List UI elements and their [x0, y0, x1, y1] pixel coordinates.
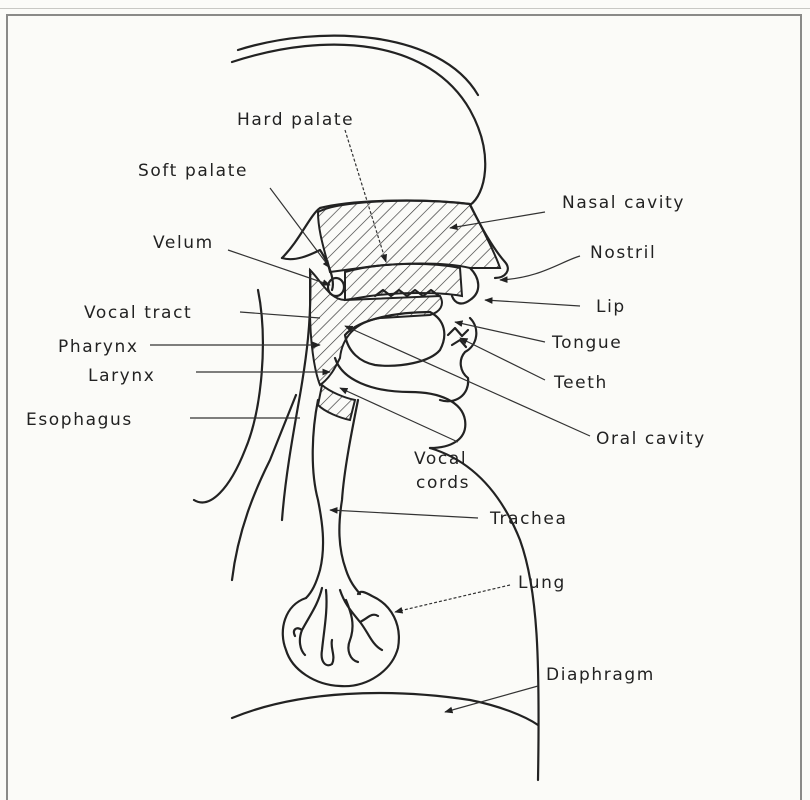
label-soft-palate: Soft palate — [138, 161, 248, 181]
trachea-leader — [330, 510, 478, 518]
chest-right — [430, 448, 539, 780]
bronchi — [294, 588, 382, 665]
label-nasal-cavity: Nasal cavity — [562, 193, 685, 213]
label-hard-palate: Hard palate — [237, 110, 354, 130]
label-vocal-tract: Vocal tract — [84, 303, 192, 323]
lower-teeth — [448, 328, 468, 347]
label-esophagus: Esophagus — [26, 410, 133, 430]
label-pharynx: Pharynx — [58, 337, 139, 357]
head-outline-inner — [238, 36, 478, 95]
velum-leader — [228, 250, 330, 285]
diaphragm-curve — [232, 693, 538, 725]
vocal-tract-leader — [240, 312, 320, 318]
label-oral-cavity: Oral cavity — [596, 429, 706, 449]
lung-leader — [395, 585, 510, 612]
label-diaphragm: Diaphragm — [546, 665, 655, 685]
label-velum: Velum — [153, 233, 214, 253]
label-vocal-cords-line1: Vocal — [414, 449, 467, 469]
label-lip: Lip — [596, 297, 626, 317]
label-larynx: Larynx — [88, 366, 155, 386]
larynx-region — [318, 385, 355, 420]
label-tongue: Tongue — [551, 333, 622, 353]
label-nostril: Nostril — [590, 243, 656, 263]
label-lung: Lung — [518, 573, 566, 593]
label-trachea: Trachea — [489, 509, 568, 529]
trachea-right — [339, 400, 360, 594]
lip-leader — [485, 300, 580, 306]
tongue-leader — [455, 322, 545, 342]
body-left-curve — [194, 290, 263, 502]
trachea-left — [306, 400, 323, 598]
label-vocal-cords-line2: cords — [416, 473, 470, 493]
nostril-leader — [500, 256, 580, 280]
teeth-leader — [460, 338, 545, 380]
label-teeth: Teeth — [553, 373, 608, 393]
nasal-cavity-region — [318, 201, 500, 272]
